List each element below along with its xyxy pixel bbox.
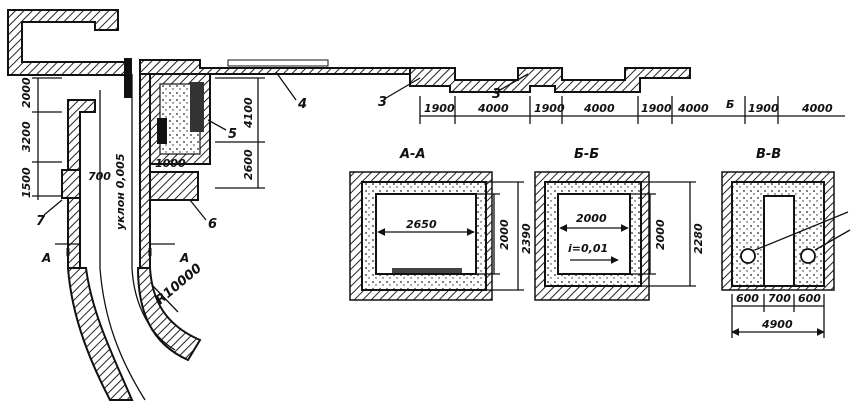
vv-leader-1 bbox=[754, 211, 849, 251]
vv-pipe-right bbox=[800, 248, 816, 264]
post bbox=[124, 58, 132, 98]
dim-3200: 3200 bbox=[20, 121, 33, 152]
slab-outline bbox=[227, 59, 329, 67]
chain-dim-b: Б bbox=[726, 98, 734, 111]
dim-700: 700 bbox=[88, 170, 111, 183]
section-mark-right: А bbox=[179, 251, 189, 265]
vv-dim-1: 600 bbox=[736, 292, 759, 305]
dim-2000: 2000 bbox=[20, 77, 33, 108]
plan-view: А А 2000 3200 1500 700 уклон 0,005 1000 … bbox=[7, 9, 845, 401]
callout-7: 7 bbox=[36, 214, 46, 229]
pier-7 bbox=[61, 169, 81, 199]
curved-tunnel-inner bbox=[136, 267, 202, 362]
bb-inner bbox=[557, 193, 631, 275]
chain-dim-3: 1900 bbox=[534, 102, 565, 115]
chain-dim-7: 1900 bbox=[748, 102, 779, 115]
dim-4100: 4100 bbox=[242, 97, 255, 129]
section-aa: А-А 2650 2000 2390 bbox=[349, 147, 533, 301]
duct-right-wall bbox=[139, 73, 151, 269]
callout-4-leader bbox=[275, 71, 297, 101]
aa-floor-grate bbox=[392, 268, 462, 273]
section-bb-title: Б-Б bbox=[574, 147, 599, 162]
callout-5: 5 bbox=[228, 127, 237, 142]
chain-dim-1: 1900 bbox=[424, 102, 455, 115]
bb-width: 2000 bbox=[576, 212, 607, 225]
vv-pipe-left bbox=[740, 248, 756, 264]
vv-leader-2 bbox=[814, 229, 851, 251]
bb-height-outer: 2280 bbox=[692, 223, 705, 254]
notched-ground bbox=[409, 67, 691, 93]
equipment-unit bbox=[157, 118, 167, 144]
chain-dim-6: 4000 bbox=[677, 102, 709, 115]
callout-3b-leader bbox=[499, 73, 529, 91]
aa-height-outer: 2390 bbox=[520, 223, 533, 254]
tunnel-curve-2 bbox=[131, 267, 176, 351]
chain-dim-2: 4000 bbox=[477, 102, 509, 115]
callout-6: 6 bbox=[208, 217, 217, 232]
vv-dim-3: 600 bbox=[798, 292, 821, 305]
section-vv: В-В 600 700 600 4900 bbox=[721, 147, 851, 338]
aa-width: 2650 bbox=[406, 218, 437, 231]
ground-strip bbox=[139, 59, 421, 75]
dim-1500: 1500 bbox=[20, 167, 33, 198]
section-aa-title: А-А bbox=[399, 147, 426, 162]
callout-5-leader bbox=[207, 119, 227, 131]
callout-3a: 3 bbox=[378, 95, 387, 110]
aa-inner bbox=[375, 193, 477, 275]
chain-ticks bbox=[419, 96, 779, 124]
dim-1000: 1000 bbox=[155, 157, 186, 170]
vv-shaft bbox=[763, 195, 795, 287]
curved-tunnel-outer bbox=[66, 267, 134, 401]
bb-height-inner: 2000 bbox=[654, 219, 667, 250]
section-vv-title: В-В bbox=[756, 147, 781, 162]
equipment-stack bbox=[190, 82, 204, 132]
dim-2600: 2600 bbox=[242, 149, 255, 180]
section-mark-left: А bbox=[41, 251, 51, 265]
callout-7-leader bbox=[43, 199, 63, 216]
chain-dim-5: 1900 bbox=[641, 102, 672, 115]
chain-dim-4: 4000 bbox=[583, 102, 615, 115]
tunnel-curve-1 bbox=[99, 267, 146, 401]
chain-dim-8: 4000 bbox=[801, 102, 833, 115]
slope-text: уклон 0,005 bbox=[114, 153, 127, 230]
section-bb: Б-Б 2000 i=0,01 2000 2280 bbox=[534, 147, 705, 301]
vv-total: 4900 bbox=[761, 318, 793, 331]
radius-label: R10000 bbox=[153, 261, 205, 308]
callout-3b: 3 bbox=[492, 87, 501, 102]
bb-slope: i=0,01 bbox=[568, 242, 608, 255]
lower-chamber bbox=[149, 171, 199, 201]
radius-leader bbox=[151, 284, 179, 313]
callout-3a-leader bbox=[385, 77, 421, 99]
aa-height-inner: 2000 bbox=[498, 219, 511, 250]
vv-dim-2: 700 bbox=[768, 292, 791, 305]
callout-6-leader bbox=[189, 199, 207, 221]
top-left-room-wall bbox=[7, 9, 131, 76]
callout-4: 4 bbox=[297, 97, 307, 112]
